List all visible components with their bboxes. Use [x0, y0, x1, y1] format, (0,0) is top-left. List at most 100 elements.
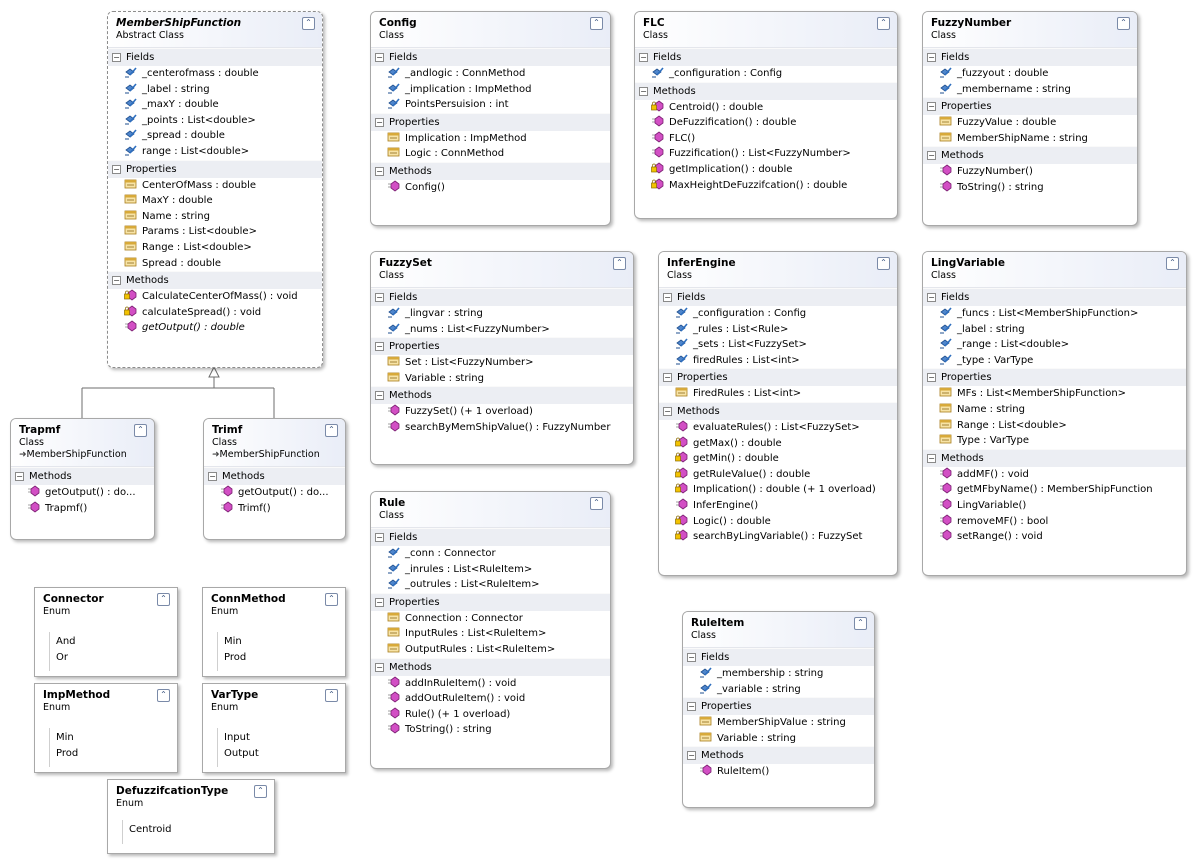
member-row[interactable]: _inrules : List<RuleItem> [371, 562, 610, 578]
section-toggle-icon[interactable]: − [687, 702, 696, 712]
member-row[interactable]: Name : string [108, 209, 322, 225]
section-methods[interactable]: −Methods [11, 467, 154, 485]
collapse-icon[interactable]: ⌃ [613, 257, 626, 270]
section-methods[interactable]: −Methods [371, 161, 610, 180]
enum-value[interactable]: Centroid [129, 824, 172, 835]
section-methods[interactable]: −Methods [108, 271, 322, 290]
enum-value[interactable]: Output [224, 747, 259, 759]
member-row[interactable]: MFs : List<MemberShipFunction> [923, 386, 1186, 402]
enum-value[interactable]: Min [56, 732, 74, 743]
member-row[interactable]: _nums : List<FuzzyNumber> [371, 322, 633, 338]
member-row[interactable]: getImplication() : double [635, 162, 897, 178]
member-row[interactable]: addOutRuleItem() : void [371, 691, 610, 707]
section-fields[interactable]: −Fields [635, 48, 897, 66]
member-row[interactable]: Params : List<double> [108, 224, 322, 240]
section-toggle-icon[interactable]: − [375, 117, 384, 127]
member-row[interactable]: FuzzySet() (+ 1 overload) [371, 404, 633, 420]
member-row[interactable]: FuzzyNumber() [923, 164, 1137, 180]
member-row[interactable]: _implication : ImpMethod [371, 82, 610, 98]
member-row[interactable]: Logic : ConnMethod [371, 146, 610, 162]
member-row[interactable]: calculateSpread() : void [108, 305, 322, 321]
section-toggle-icon[interactable]: − [375, 597, 384, 607]
member-row[interactable]: Implication() : double (+ 1 overload) [659, 482, 897, 498]
member-row[interactable]: MemberShipName : string [923, 131, 1137, 147]
collapse-icon[interactable]: ⌃ [877, 17, 890, 30]
section-toggle-icon[interactable]: − [927, 102, 936, 112]
member-row[interactable]: searchByLingVariable() : FuzzySet [659, 529, 897, 545]
section-toggle-icon[interactable]: − [208, 472, 217, 481]
section-methods[interactable]: −Methods [923, 448, 1186, 467]
member-row[interactable]: Type : VarType [923, 433, 1186, 449]
collapse-icon[interactable]: ⌃ [325, 424, 338, 437]
section-toggle-icon[interactable]: − [663, 406, 672, 416]
section-properties[interactable]: −Properties [371, 592, 610, 611]
member-row[interactable]: getMin() : double [659, 451, 897, 467]
section-methods[interactable]: −Methods [371, 386, 633, 405]
member-row[interactable]: _membership : string [683, 666, 874, 682]
member-row[interactable]: MemberShipValue : string [683, 715, 874, 731]
member-row[interactable]: InputRules : List<RuleItem> [371, 626, 610, 642]
member-row[interactable]: addInRuleItem() : void [371, 676, 610, 692]
section-toggle-icon[interactable]: − [927, 53, 936, 62]
member-row[interactable]: getOutput() : do... [11, 485, 154, 501]
section-fields[interactable]: −Fields [683, 648, 874, 666]
section-toggle-icon[interactable]: − [639, 86, 648, 96]
member-row[interactable]: LingVariable() [923, 498, 1186, 514]
member-row[interactable]: ToString() : string [923, 180, 1137, 196]
member-row[interactable]: Centroid() : double [635, 100, 897, 116]
section-toggle-icon[interactable]: − [687, 751, 696, 761]
collapse-icon[interactable]: ⌃ [590, 497, 603, 510]
section-toggle-icon[interactable]: − [375, 662, 384, 672]
section-properties[interactable]: −Properties [923, 97, 1137, 116]
section-properties[interactable]: −Properties [923, 368, 1186, 387]
member-row[interactable]: getRuleValue() : double [659, 467, 897, 483]
member-row[interactable]: removeMF() : bool [923, 514, 1186, 530]
section-toggle-icon[interactable]: − [687, 653, 696, 662]
member-row[interactable]: _centerofmass : double [108, 66, 322, 82]
member-row[interactable]: _rules : List<Rule> [659, 322, 897, 338]
member-row[interactable]: _range : List<double> [923, 337, 1186, 353]
section-fields[interactable]: −Fields [371, 48, 610, 66]
section-toggle-icon[interactable]: − [375, 166, 384, 176]
member-row[interactable]: MaxY : double [108, 193, 322, 209]
section-methods[interactable]: −Methods [923, 146, 1137, 165]
member-row[interactable]: _outrules : List<RuleItem> [371, 577, 610, 593]
member-row[interactable]: Fuzzification() : List<FuzzyNumber> [635, 146, 897, 162]
collapse-icon[interactable]: ⌃ [157, 689, 170, 702]
collapse-icon[interactable]: ⌃ [157, 593, 170, 606]
section-methods[interactable]: −Methods [204, 467, 345, 485]
member-row[interactable]: Variable : string [683, 731, 874, 747]
member-row[interactable]: Trimf() [204, 501, 345, 517]
member-row[interactable]: _configuration : Config [635, 66, 897, 82]
section-toggle-icon[interactable]: − [15, 472, 24, 481]
member-row[interactable]: DeFuzzification() : double [635, 115, 897, 131]
section-fields[interactable]: −Fields [371, 288, 633, 306]
section-properties[interactable]: −Properties [659, 368, 897, 387]
section-toggle-icon[interactable]: − [375, 391, 384, 401]
enum-value[interactable]: Or [56, 651, 68, 663]
section-toggle-icon[interactable]: − [927, 453, 936, 463]
member-row[interactable]: FiredRules : List<int> [659, 386, 897, 402]
section-toggle-icon[interactable]: − [663, 373, 672, 383]
enum-value[interactable]: Input [224, 732, 250, 743]
member-row[interactable]: CenterOfMass : double [108, 178, 322, 194]
section-properties[interactable]: −Properties [371, 337, 633, 356]
member-row[interactable]: _maxY : double [108, 97, 322, 113]
member-row[interactable]: searchByMemShipValue() : FuzzyNumber [371, 420, 633, 436]
section-toggle-icon[interactable]: − [663, 293, 672, 302]
